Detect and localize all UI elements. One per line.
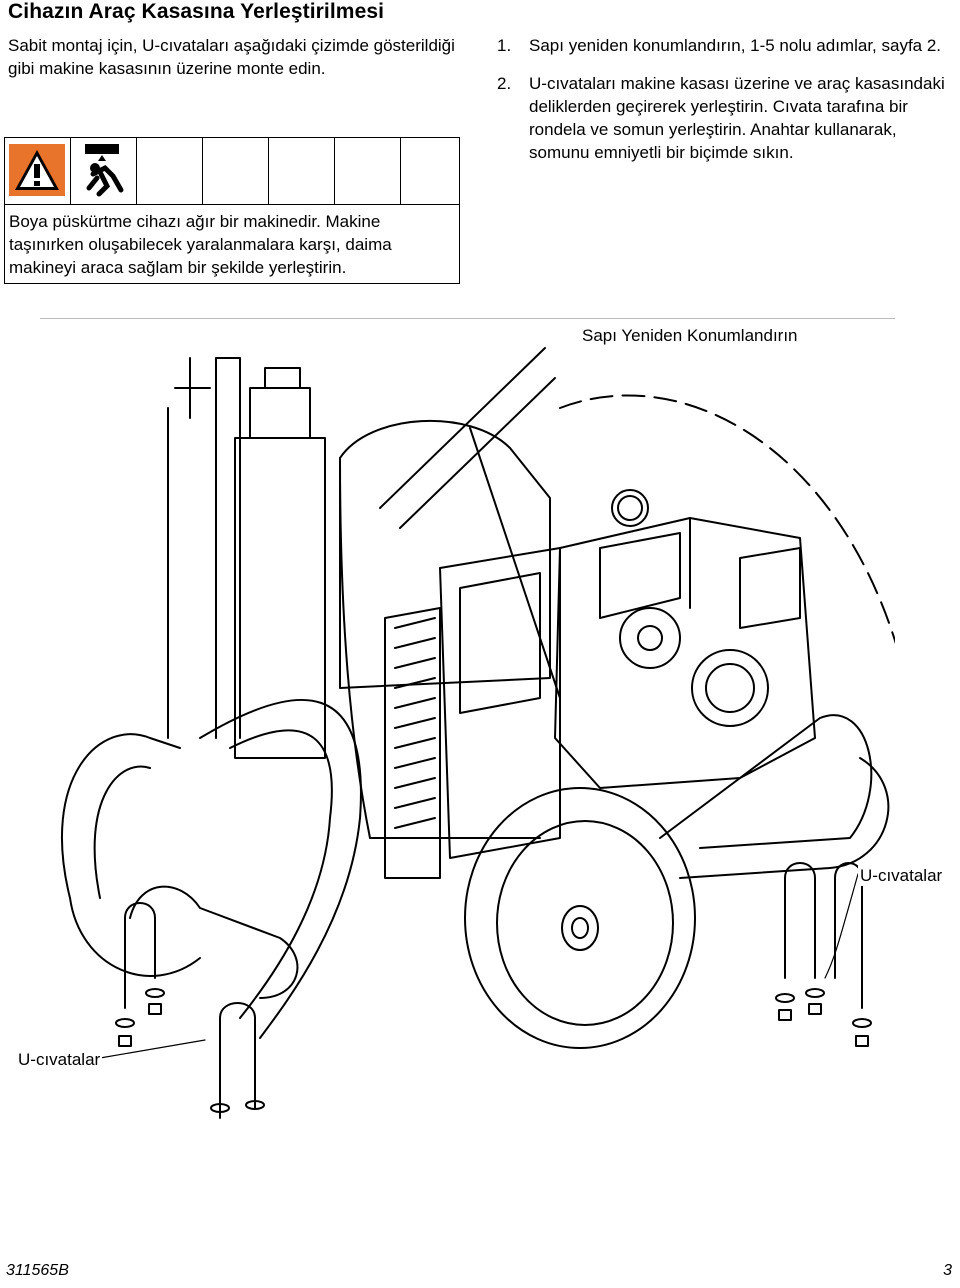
callout-ubolts-right: U-cıvatalar [858, 866, 945, 886]
ubolt-right [784, 877, 816, 979]
step-item: 2. U-cıvataları makine kasası üzerine ve… [497, 72, 957, 164]
wheel [464, 787, 696, 1049]
empty-icon-cell [137, 138, 203, 204]
step-text: U-cıvataları makine kasası üzerine ve ar… [529, 74, 945, 162]
warning-box: Boya püskürtme cihazı ağır bir makinedir… [4, 137, 460, 284]
intro-text: Sabit montaj için, U-cıvataları aşağıdak… [8, 36, 455, 78]
sprayer-mounting-illustration [60, 347, 895, 1119]
front-plate [439, 547, 561, 859]
frame-upright [167, 357, 241, 739]
callout-ubolts-left: U-cıvatalar [16, 1050, 103, 1070]
heavy-object-icon-cell [71, 138, 137, 204]
handle-arc [559, 394, 895, 645]
pump-column [234, 437, 326, 759]
step-number: 1. [497, 36, 512, 55]
warning-triangle-icon [9, 144, 65, 196]
step-list: 1. Sapı yeniden konumlandırın, 1-5 nolu … [497, 34, 957, 179]
leader-line-left [99, 1039, 206, 1059]
frame-tube-left [60, 733, 181, 899]
frame-tube-right [659, 714, 873, 849]
heavy-object-icon [85, 144, 124, 197]
step-number: 2. [497, 74, 512, 93]
warning-icon-cell [5, 138, 71, 204]
empty-icon-cell [203, 138, 269, 204]
page-title: Cihazın Araç Kasasına Yerleştirilmesi [8, 0, 385, 23]
empty-icon-cell [335, 138, 401, 204]
ubolt-left [124, 917, 156, 1009]
handle-bar [379, 347, 556, 529]
page-number: 3 [943, 1262, 952, 1279]
step-text: Sapı yeniden konumlandırın, 1-5 nolu adı… [529, 36, 942, 55]
warning-icon-row [5, 138, 459, 205]
engine [554, 517, 816, 789]
empty-icon-cell [269, 138, 335, 204]
leader-line-right [824, 873, 859, 979]
step-item: 1. Sapı yeniden konumlandırın, 1-5 nolu … [497, 34, 957, 57]
empty-icon-cell [401, 138, 459, 204]
callout-reposition: Sapı Yeniden Konumlandırın [580, 326, 800, 346]
document-code: 311565B [6, 1262, 69, 1279]
hopper [339, 419, 551, 689]
figure-top-rule [40, 318, 895, 319]
warning-text: Boya püskürtme cihazı ağır bir makinedir… [9, 212, 392, 277]
